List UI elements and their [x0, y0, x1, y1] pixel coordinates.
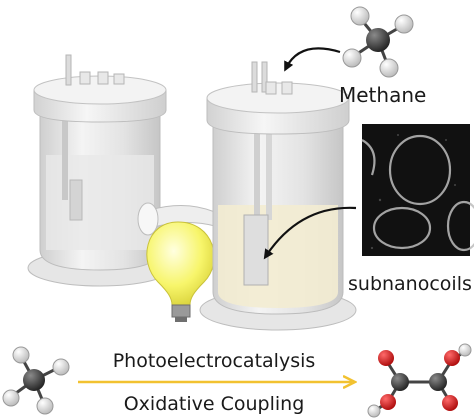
oxalic-acid-molecule-icon	[367, 343, 472, 418]
electrolyte-solution	[218, 205, 338, 308]
methane-molecule-icon	[2, 346, 70, 415]
process-label-line1: Photoelectrocatalysis	[113, 350, 316, 372]
right-electrochemical-cell	[199, 61, 357, 331]
methane-label: Methane	[339, 83, 426, 107]
left-electrochemical-cell	[27, 54, 173, 287]
curved-arrow-icon	[284, 47, 341, 72]
subnanocoils-label: subnanocoils	[348, 273, 472, 295]
methane-molecule-icon	[342, 6, 414, 78]
photoelectrode	[243, 214, 269, 286]
curved-arrow-icon	[263, 206, 357, 260]
process-label-line2: Oxidative Coupling	[124, 393, 305, 415]
subnanocoils-micrograph	[361, 124, 474, 256]
